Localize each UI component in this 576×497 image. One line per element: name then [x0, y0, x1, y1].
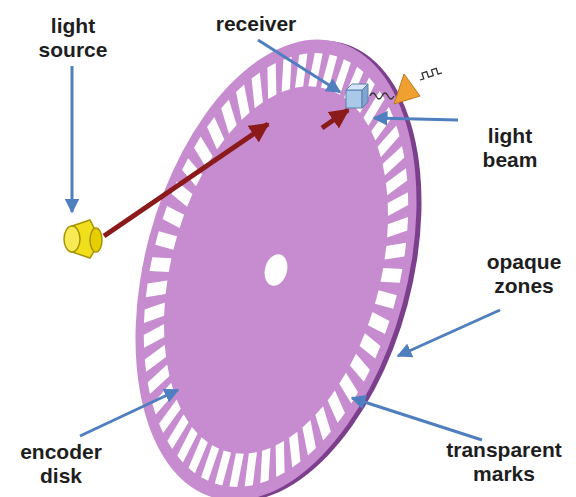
light-beam: [104, 124, 268, 236]
transparent-slot: [386, 168, 407, 195]
transparent-slot: [302, 420, 316, 455]
part-label: transparent marks: [436, 438, 572, 486]
transparent-slot: [236, 85, 250, 120]
transparent-slot: [221, 100, 236, 134]
transparent-slot: [207, 117, 224, 150]
leader-arrow: [80, 390, 178, 436]
transparent-slot: [388, 192, 409, 216]
pulse-output: [418, 67, 442, 80]
transparent-slot: [387, 217, 408, 237]
light-source-bulb: [64, 220, 102, 258]
transparent-slot: [368, 312, 390, 334]
transparent-slot: [381, 268, 403, 283]
transparent-slot: [229, 453, 243, 487]
receiver-cube: [346, 84, 368, 108]
transparent-slot: [260, 448, 270, 483]
leader-arrow: [258, 40, 340, 92]
part-label: encoder disk: [6, 440, 116, 488]
light-beam: [322, 110, 348, 128]
part-label: receiver: [196, 12, 316, 36]
transparent-slot: [350, 354, 370, 382]
transparent-slot: [146, 280, 168, 297]
part-label: light beam: [460, 124, 560, 172]
transparent-slot: [150, 257, 172, 272]
transparent-slot: [267, 63, 276, 99]
transparent-slot: [328, 390, 345, 423]
leader-arrow: [398, 310, 500, 356]
transparent-slot: [215, 451, 231, 486]
transparent-slot: [144, 324, 165, 348]
transparent-slot: [252, 72, 263, 108]
transparent-slot: [144, 302, 165, 322]
transparent-slot: [145, 345, 166, 372]
transparent-slot: [163, 206, 185, 228]
transparent-slot: [289, 432, 300, 468]
transparent-slot: [308, 53, 322, 87]
signal-wave: [370, 93, 394, 99]
transparent-slot: [245, 452, 257, 486]
leader-arrow: [352, 398, 482, 440]
transparent-slot: [360, 333, 381, 358]
encoder-disk: [88, 8, 463, 497]
part-label: light source: [18, 14, 128, 62]
transparent-slot: [155, 231, 177, 249]
transparent-slot: [315, 406, 330, 440]
leader-arrow: [71, 66, 74, 212]
transparent-slot: [383, 146, 405, 176]
part-label: opaque zones: [476, 250, 572, 298]
amplifier-symbol: [394, 74, 420, 104]
leader-arrow: [374, 118, 458, 120]
transparent-slot: [385, 243, 407, 260]
transparent-slot: [276, 441, 285, 477]
transparent-slot: [375, 290, 397, 308]
transparent-slot: [148, 364, 170, 394]
